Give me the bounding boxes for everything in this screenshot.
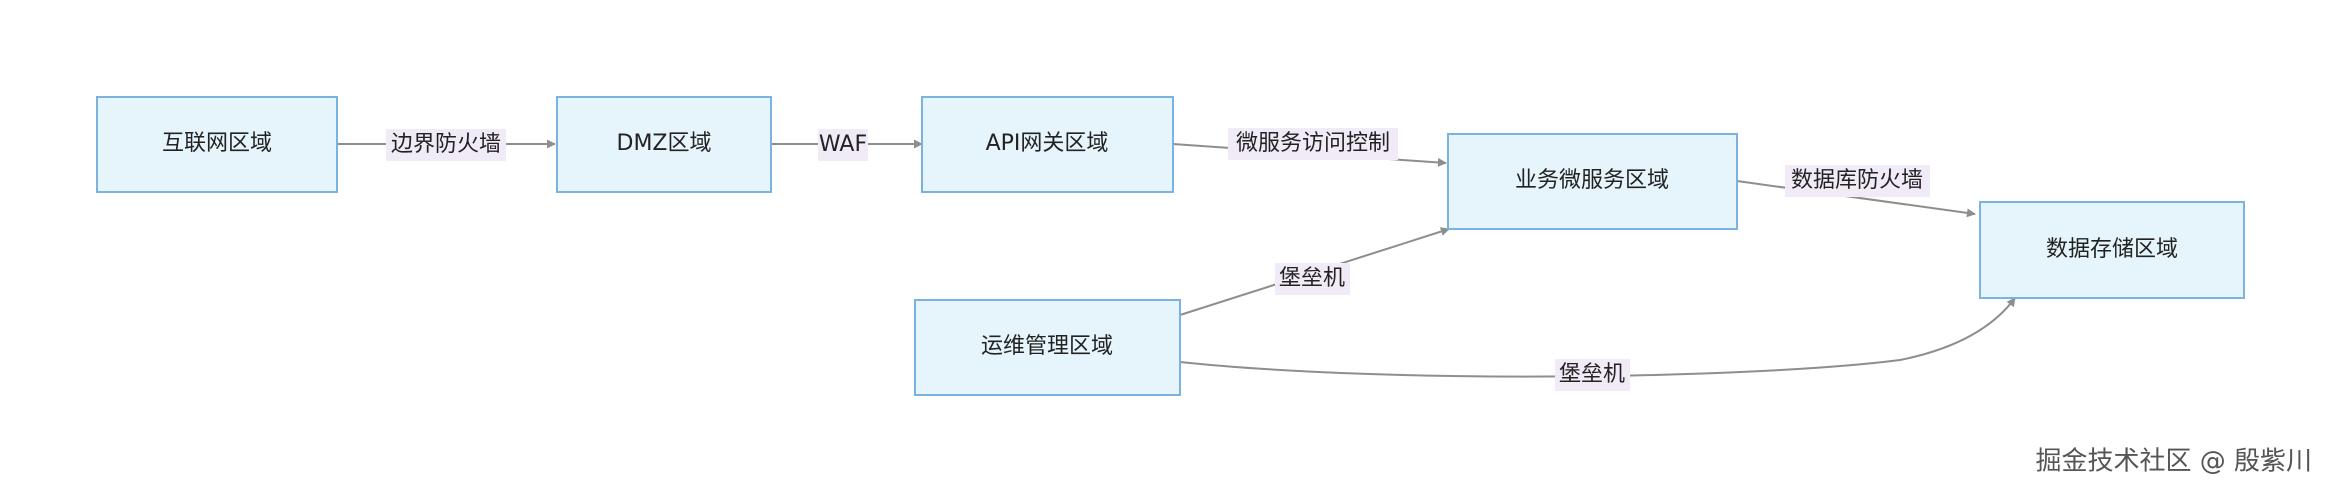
node-api-gateway[interactable]: API网关区域 [921, 96, 1174, 193]
node-ops[interactable]: 运维管理区域 [914, 299, 1181, 396]
edge-business-data [1736, 180, 1976, 218]
node-api-gateway-label: API网关区域 [986, 131, 1109, 156]
watermark-text: 掘金技术社区 @ 殷紫川 [2035, 447, 2312, 477]
edge-label-business-data: 数据库防火墙 [1785, 165, 1930, 197]
edge-label-api-business-text: 微服务访问控制 [1236, 131, 1390, 156]
edge-label-business-data-text: 数据库防火墙 [1791, 168, 1923, 193]
edge-label-ops-data: 堡垒机 [1555, 359, 1630, 391]
edge-ops-data [1179, 297, 2016, 378]
node-ops-label: 运维管理区域 [981, 334, 1113, 359]
node-internet-label: 互联网区域 [162, 131, 272, 156]
node-internet[interactable]: 互联网区域 [96, 96, 338, 193]
edge-label-api-business: 微服务访问控制 [1228, 128, 1398, 160]
edge-label-dmz-api: WAF [818, 129, 868, 161]
node-data-storage[interactable]: 数据存储区域 [1979, 201, 2245, 299]
edge-label-dmz-api-text: WAF [819, 132, 867, 157]
node-business-label: 业务微服务区域 [1515, 168, 1669, 193]
edge-label-internet-dmz: 边界防火墙 [386, 129, 506, 161]
node-dmz-label: DMZ区域 [617, 131, 712, 156]
node-data-storage-label: 数据存储区域 [2046, 237, 2178, 262]
edge-label-ops-business: 堡垒机 [1275, 263, 1350, 295]
edge-label-ops-business-text: 堡垒机 [1279, 266, 1345, 291]
edge-label-internet-dmz-text: 边界防火墙 [391, 132, 501, 157]
node-business[interactable]: 业务微服务区域 [1447, 133, 1738, 230]
node-dmz[interactable]: DMZ区域 [556, 96, 772, 193]
edge-label-ops-data-text: 堡垒机 [1559, 362, 1625, 387]
